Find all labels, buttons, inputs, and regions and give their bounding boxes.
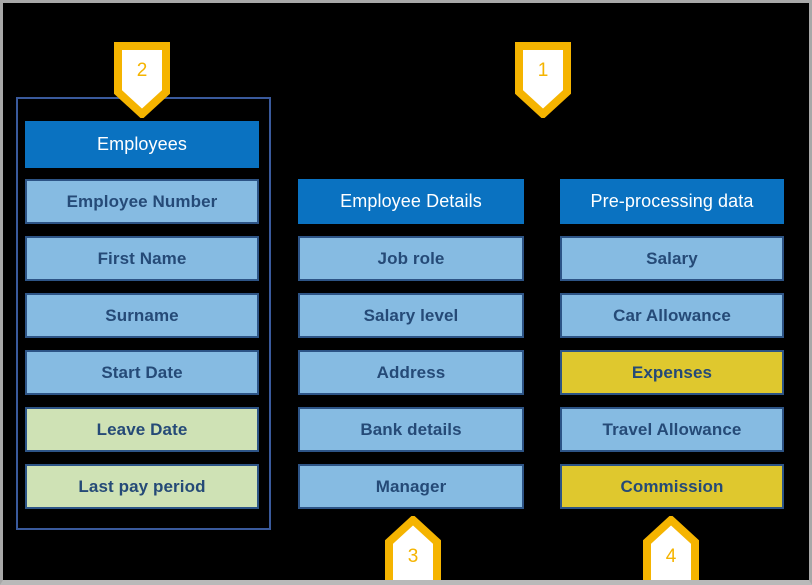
box-employees[interactable]: Employees: [25, 121, 259, 168]
callout-number-4: 4: [665, 546, 677, 567]
callout-marker-2[interactable]: 2: [114, 42, 170, 118]
pentagon-down-icon: [114, 42, 170, 118]
box-start-date[interactable]: Start Date: [25, 350, 259, 395]
box-address[interactable]: Address: [298, 350, 524, 395]
callout-number-3: 3: [407, 546, 419, 567]
box-salary[interactable]: Salary: [560, 236, 784, 281]
column-employee-details: Employee Details Job role Salary level A…: [298, 179, 524, 509]
pentagon-down-icon: [515, 42, 571, 118]
callout-number-2: 2: [136, 60, 148, 81]
box-surname[interactable]: Surname: [25, 293, 259, 338]
column-pre-processing-data: Pre-processing data Salary Car Allowance…: [560, 179, 784, 509]
box-leave-date[interactable]: Leave Date: [25, 407, 259, 452]
box-car-allowance[interactable]: Car Allowance: [560, 293, 784, 338]
box-first-name[interactable]: First Name: [25, 236, 259, 281]
box-salary-level[interactable]: Salary level: [298, 293, 524, 338]
box-last-pay-period[interactable]: Last pay period: [25, 464, 259, 509]
callout-marker-4[interactable]: 4: [643, 516, 699, 580]
box-expenses[interactable]: Expenses: [560, 350, 784, 395]
box-job-role[interactable]: Job role: [298, 236, 524, 281]
box-pre-processing-data[interactable]: Pre-processing data: [560, 179, 784, 224]
box-manager[interactable]: Manager: [298, 464, 524, 509]
box-employee-number[interactable]: Employee Number: [25, 179, 259, 224]
callout-number-1: 1: [537, 60, 549, 81]
box-travel-allowance[interactable]: Travel Allowance: [560, 407, 784, 452]
box-commission[interactable]: Commission: [560, 464, 784, 509]
pentagon-up-icon: [643, 516, 699, 580]
box-employee-details[interactable]: Employee Details: [298, 179, 524, 224]
pentagon-up-icon: [385, 516, 441, 580]
callout-marker-3[interactable]: 3: [385, 516, 441, 580]
box-bank-details[interactable]: Bank details: [298, 407, 524, 452]
column-employees: Employees Employee Number First Name Sur…: [25, 121, 259, 509]
callout-marker-1[interactable]: 1: [515, 42, 571, 118]
